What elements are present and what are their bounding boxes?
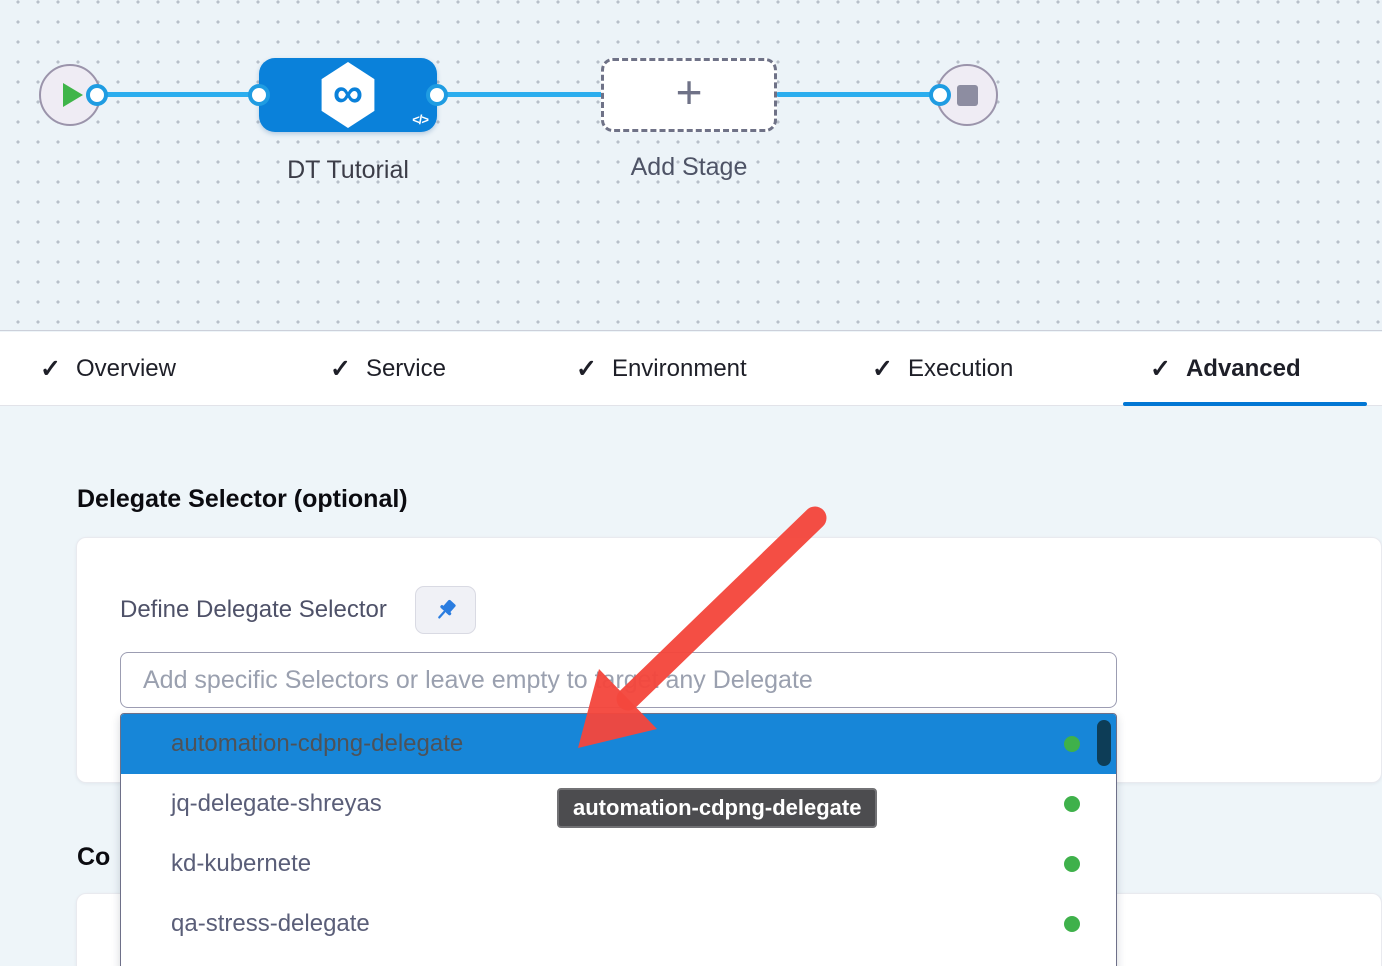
add-stage-label: Add Stage xyxy=(630,153,748,181)
advanced-tab-content: Delegate Selector (optional) Co Define D… xyxy=(0,407,1382,966)
pushpin-icon xyxy=(438,599,456,619)
delegate-selector-heading: Delegate Selector (optional) xyxy=(77,485,408,513)
check-icon: ✓ xyxy=(40,355,61,383)
end-node-port[interactable] xyxy=(929,84,951,106)
check-icon: ✓ xyxy=(330,355,351,383)
delegate-tooltip: automation-cdpng-delegate xyxy=(557,788,878,828)
stage-left-port[interactable] xyxy=(248,84,270,106)
status-dot-connected xyxy=(1064,796,1080,812)
active-tab-underline xyxy=(1123,402,1367,406)
tab-overview[interactable]: ✓ Overview xyxy=(40,355,176,383)
check-icon: ✓ xyxy=(576,355,597,383)
dropdown-option[interactable]: automation-cdpng-delegate xyxy=(121,714,1116,774)
check-icon: ✓ xyxy=(872,355,893,383)
tab-service[interactable]: ✓ Service xyxy=(330,355,446,383)
stage-right-port[interactable] xyxy=(426,84,448,106)
pipeline-edge xyxy=(444,92,604,97)
harness-stage-icon: ∞ xyxy=(321,62,375,128)
tab-advanced[interactable]: ✓ Advanced xyxy=(1150,355,1301,383)
pipeline-canvas: ∞ </> + DT Tutorial Add Stage xyxy=(0,0,1382,331)
status-dot-connected xyxy=(1064,916,1080,932)
stop-icon xyxy=(956,84,978,106)
pin-input-type-button[interactable] xyxy=(414,586,476,634)
tab-environment[interactable]: ✓ Environment xyxy=(576,355,747,383)
pipeline-edge xyxy=(776,92,934,97)
delegate-dropdown: automation-cdpng-delegate jq-delegate-sh… xyxy=(120,713,1117,966)
pipeline-edge xyxy=(104,92,252,97)
dropdown-option[interactable]: kd-kubernete xyxy=(121,834,1116,894)
next-section-heading: Co xyxy=(77,843,111,871)
plus-icon: + xyxy=(675,66,703,118)
define-delegate-selector-label: Define Delegate Selector xyxy=(120,596,387,623)
dropdown-scrollbar-thumb[interactable] xyxy=(1097,720,1111,766)
code-view-icon[interactable]: </> xyxy=(412,112,429,127)
add-stage-button[interactable]: + xyxy=(601,58,777,132)
status-dot-connected xyxy=(1064,856,1080,872)
stage-node-label: DT Tutorial xyxy=(287,156,409,184)
stage-config-tabbar: ✓ Overview ✓ Service ✓ Environment ✓ Exe… xyxy=(0,332,1382,406)
stage-node-dt-tutorial[interactable]: ∞ </> xyxy=(259,58,437,132)
delegate-selector-input[interactable] xyxy=(120,652,1117,708)
start-node-port[interactable] xyxy=(86,84,108,106)
infinity-icon: ∞ xyxy=(333,69,363,116)
check-icon: ✓ xyxy=(1150,355,1171,383)
dropdown-option[interactable]: qa-stress-delegate xyxy=(121,894,1116,954)
tab-execution[interactable]: ✓ Execution xyxy=(872,355,1014,383)
dropdown-option[interactable]: jq-delegate-shreyas xyxy=(121,774,1116,834)
status-dot-connected xyxy=(1064,736,1080,752)
play-icon xyxy=(63,83,83,107)
